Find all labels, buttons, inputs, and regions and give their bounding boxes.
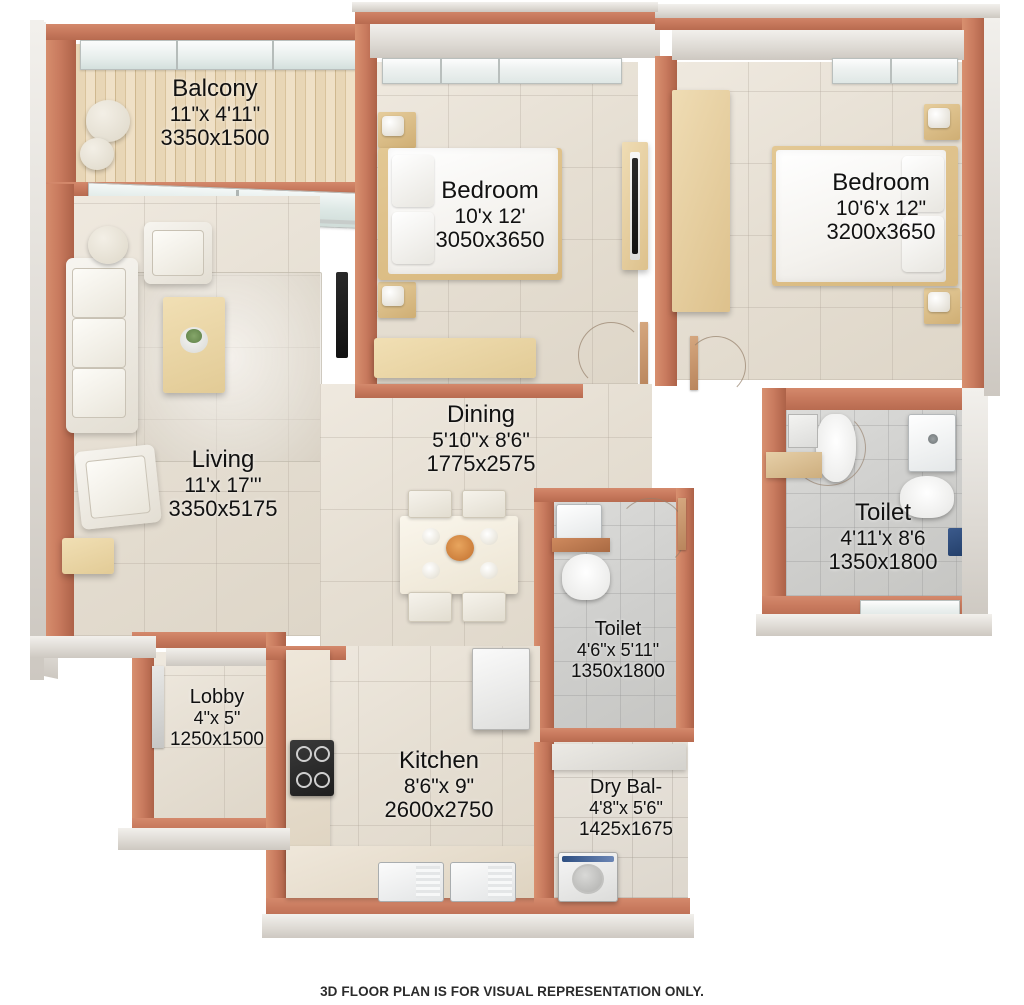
door-swing-toilet-common bbox=[616, 498, 686, 568]
door-toilet-common bbox=[678, 498, 686, 550]
balcony-stool bbox=[80, 138, 114, 170]
vanity-counter-attached bbox=[766, 452, 822, 478]
wc-common bbox=[562, 554, 610, 600]
wall-bedroom1-top bbox=[355, 10, 655, 24]
wall-dining-top bbox=[355, 384, 583, 398]
armchair-bottom-seat bbox=[85, 455, 151, 519]
slab-right-toilet bbox=[962, 388, 988, 622]
balcony-table bbox=[86, 100, 130, 142]
basin-tap-attached bbox=[928, 434, 938, 444]
slab-bedroom2-top bbox=[672, 30, 964, 60]
living-side-table bbox=[88, 226, 128, 264]
slab-bottom-lobby bbox=[118, 828, 290, 850]
study-table-bedroom-1 bbox=[374, 338, 536, 378]
dining-chair-bottom-left bbox=[408, 592, 452, 622]
refrigerator bbox=[472, 648, 530, 730]
slab-bottom-living bbox=[30, 636, 156, 658]
wall-bedroom2-left bbox=[655, 56, 677, 386]
sink-drainboard-1 bbox=[416, 866, 440, 898]
entry-door-lobby bbox=[152, 666, 164, 748]
wall-toilet-attached-top bbox=[762, 388, 986, 410]
wall-balcony-left bbox=[44, 24, 76, 184]
sofa-cushion-1 bbox=[72, 268, 126, 318]
wall-bedroom2-right bbox=[962, 16, 986, 388]
wall-dry-balcony-left bbox=[534, 742, 554, 920]
slab-bottom-toilet bbox=[756, 614, 992, 636]
window-bedroom2-mullion bbox=[890, 58, 892, 84]
wash-basin-common bbox=[556, 504, 602, 540]
armchair-top-seat bbox=[152, 230, 204, 276]
lamp-bedroom1-top bbox=[382, 116, 404, 136]
slab-left-outer bbox=[30, 22, 46, 658]
dining-chair-top-left bbox=[408, 490, 452, 518]
dining-chair-top-right bbox=[462, 490, 506, 518]
dining-chair-bottom-right bbox=[462, 592, 506, 622]
living-console bbox=[62, 538, 114, 574]
pillow-bedroom1-a bbox=[392, 155, 434, 207]
wall-kitchen-left bbox=[266, 646, 286, 914]
vanity-counter-common bbox=[552, 538, 610, 552]
slab-top-bedroom1 bbox=[352, 2, 658, 12]
dining-plate-3 bbox=[422, 562, 440, 579]
door-swing-toilet-attached bbox=[790, 410, 866, 486]
burner-2 bbox=[314, 746, 330, 762]
slab-bottom-dry-balcony bbox=[530, 914, 694, 938]
burner-4 bbox=[314, 772, 330, 788]
wall-toilet-attached-left bbox=[762, 388, 786, 618]
door-swing-bedroom-2 bbox=[686, 336, 746, 396]
sofa-cushion-2 bbox=[72, 318, 126, 368]
window-bedroom1-mullion-1 bbox=[440, 58, 442, 84]
wall-lobby-top bbox=[132, 632, 282, 648]
window-mullion-balcony-2 bbox=[272, 40, 274, 70]
wall-balcony-top bbox=[44, 24, 374, 40]
lobby-threshold bbox=[166, 648, 270, 666]
wc-attached bbox=[900, 476, 954, 518]
tv-screen-bedroom-1 bbox=[632, 158, 638, 254]
sofa-cushion-3 bbox=[72, 368, 126, 418]
slab-bedroom1-top bbox=[370, 24, 660, 58]
lamp-bedroom1-bottom bbox=[382, 286, 404, 306]
door-swing-bedroom-1 bbox=[578, 322, 644, 388]
toilet-accessory-panel bbox=[948, 528, 964, 556]
dining-plate-1 bbox=[422, 528, 440, 545]
burner-3 bbox=[296, 772, 312, 788]
dining-centerpiece bbox=[446, 535, 474, 561]
wall-bedroom1-left bbox=[355, 10, 377, 414]
burner-1 bbox=[296, 746, 312, 762]
dining-plate-2 bbox=[480, 528, 498, 545]
wall-lobby-left bbox=[132, 646, 154, 828]
washing-machine-panel bbox=[562, 856, 614, 862]
dry-balcony-shelf bbox=[552, 744, 686, 770]
lamp-bedroom2-bottom bbox=[928, 292, 950, 312]
slab-right-bedroom2 bbox=[984, 16, 1000, 396]
lamp-bedroom2-top bbox=[928, 108, 950, 128]
window-bedroom-1 bbox=[382, 58, 622, 84]
slab-top-bedroom2 bbox=[655, 4, 1000, 18]
tv-living bbox=[336, 272, 348, 358]
window-bedroom-2 bbox=[832, 58, 958, 84]
dining-plate-4 bbox=[480, 562, 498, 579]
pillow-bedroom2-a bbox=[902, 156, 944, 212]
pillow-bedroom1-b bbox=[392, 212, 434, 264]
wall-toilet-common-top bbox=[534, 488, 694, 502]
wall-bedroom2-top bbox=[655, 16, 985, 30]
disclaimer-caption: 3D FLOOR PLAN IS FOR VISUAL REPRESENTATI… bbox=[320, 984, 704, 999]
wardrobe-bedroom-2 bbox=[672, 90, 730, 312]
sink-drainboard-2 bbox=[488, 866, 512, 898]
door-bedroom-1 bbox=[640, 322, 648, 388]
slab-bottom-kitchen bbox=[262, 914, 558, 938]
window-balcony-north bbox=[80, 40, 368, 70]
pillow-bedroom2-b bbox=[902, 216, 944, 272]
washing-machine-drum bbox=[572, 864, 604, 894]
wall-toilet-common-bottom bbox=[534, 728, 694, 742]
coffee-table-plant bbox=[180, 327, 208, 353]
window-mullion-balcony bbox=[176, 40, 178, 70]
window-bedroom1-mullion-2 bbox=[498, 58, 500, 84]
room-lobby-floor bbox=[152, 652, 278, 820]
